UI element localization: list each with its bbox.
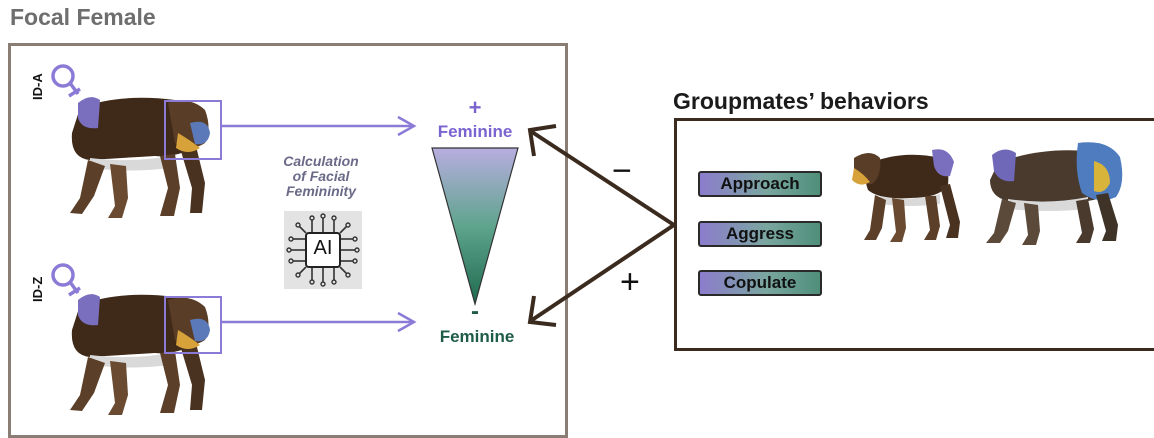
scale-top-label: Feminine [437, 122, 513, 141]
mandrill-icon [852, 149, 960, 242]
arrow-to-top [220, 115, 417, 137]
negative-relation-sign: − [612, 152, 632, 190]
mandrill-icon [70, 97, 210, 218]
female-icon [51, 64, 81, 98]
mandrill-icon [70, 294, 210, 415]
id-a-label: ID-A [30, 73, 45, 100]
positive-relation-sign: + [620, 263, 640, 301]
focal-female-title: Focal Female [10, 4, 156, 30]
calc-line-3: Femininity [285, 183, 356, 199]
arrow-to-bottom [220, 311, 417, 333]
circuit-icon [286, 213, 360, 287]
scale-minus: - [471, 298, 479, 325]
id-z-label: ID-Z [30, 276, 45, 302]
calculation-label: Calculation of Facial Femininity [262, 154, 380, 199]
face-box-icon [164, 100, 222, 160]
calc-line-2: of Facial [292, 168, 350, 184]
behavior-aggress: Aggress [698, 221, 822, 247]
scale-bottom-label: Feminine [439, 327, 515, 346]
female-icon [51, 263, 81, 297]
femininity-gradient-triangle [431, 147, 519, 306]
calc-line-1: Calculation [283, 153, 359, 169]
face-box-icon [164, 296, 222, 354]
groupmates-panel [674, 118, 1154, 351]
behavior-copulate: Copulate [698, 270, 822, 296]
groupmates-title: Groupmates’ behaviors [673, 88, 929, 114]
behavior-approach: Approach [698, 171, 822, 197]
mandrill-icon [986, 142, 1123, 245]
ai-chip-label: AI [313, 237, 333, 259]
groupmates-arrows [527, 124, 676, 327]
ai-chip-icon: AI [284, 211, 362, 289]
scale-plus: + [468, 95, 482, 120]
